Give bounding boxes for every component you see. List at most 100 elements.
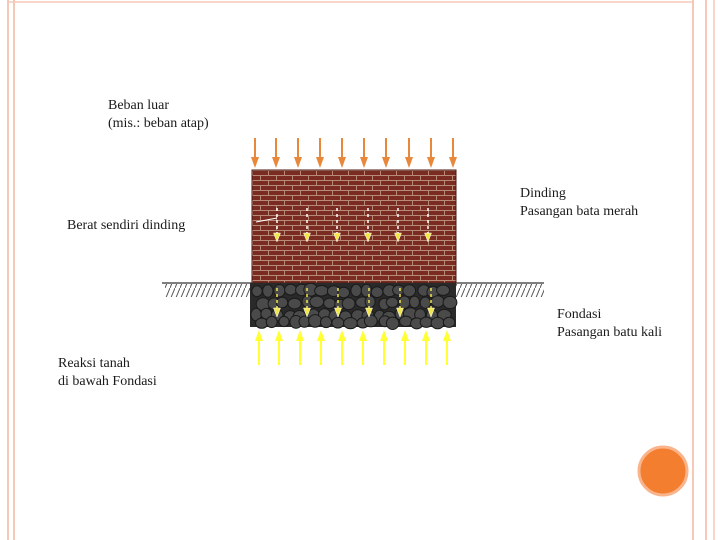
foundation-stone — [309, 295, 325, 308]
foundation-stone — [399, 315, 413, 327]
soil-reaction-arrows — [255, 330, 451, 365]
external-load-label-line2: (mis.: beban atap) — [108, 116, 209, 131]
external-load-arrow-head — [316, 157, 324, 168]
soil-reaction-arrow — [338, 330, 346, 365]
soil-reaction-label-line1: Reaksi tanah — [58, 356, 130, 371]
foundation-stone — [385, 296, 399, 308]
foundation-weight-arrow — [273, 288, 281, 318]
soil-reaction-arrow-head — [380, 330, 388, 341]
external-load-arrow — [405, 138, 413, 168]
external-load-arrow — [251, 138, 259, 168]
external-load-arrow — [338, 138, 346, 168]
foundation-stone — [409, 295, 420, 309]
foundation-stone — [419, 316, 433, 328]
external-load-arrows — [251, 138, 457, 168]
foundation-weight-arrow-head — [365, 307, 373, 318]
soil-reaction-arrow — [401, 330, 409, 365]
foundation-weight-arrow-head — [427, 307, 435, 318]
self-weight-arrow — [303, 208, 311, 243]
foundation-stone — [308, 314, 323, 328]
self-weight-arrows — [273, 208, 432, 243]
foundation-stone — [251, 285, 263, 298]
soil-reaction-arrow — [317, 330, 325, 365]
wall-self-weight-label: Berat sendiri dinding — [67, 217, 185, 235]
self-weight-arrow — [364, 208, 372, 243]
foundation-weight-arrow-head — [273, 307, 281, 318]
soil-reaction-arrow — [296, 330, 304, 365]
self-weight-arrow — [394, 208, 402, 243]
foundation-weight-arrow-head — [396, 307, 404, 318]
external-load-arrow — [427, 138, 435, 168]
foundation-stone — [262, 284, 274, 298]
external-load-arrow-head — [449, 157, 457, 168]
foundation-stone — [442, 316, 456, 328]
external-load-arrow-head — [405, 157, 413, 168]
self-weight-arrow-head — [394, 232, 402, 243]
soil-reaction-arrow — [443, 330, 451, 365]
self-weight-arrow-head — [424, 232, 432, 243]
foundation-stone — [436, 284, 451, 296]
foundation-stone — [337, 286, 351, 299]
external-load-arrow — [360, 138, 368, 168]
foundation-stone — [350, 283, 363, 298]
self-weight-arrow-head — [273, 232, 281, 243]
external-load-arrow — [449, 138, 457, 168]
wall-self-weight-label-line1: Berat sendiri dinding — [67, 218, 186, 233]
soil-reaction-arrow-head — [338, 330, 346, 341]
foundation-stone — [320, 316, 333, 329]
foundation-weight-arrow — [427, 288, 435, 318]
external-load-arrow-head — [382, 157, 390, 168]
foundation-weight-arrow-head — [334, 307, 342, 318]
external-load-arrow-head — [272, 157, 280, 168]
foundation-stone — [323, 297, 336, 309]
soil-reaction-arrow — [380, 330, 388, 365]
external-load-arrow-head — [294, 157, 302, 168]
foundation-stone — [287, 297, 302, 310]
foundation-stone — [284, 283, 298, 296]
wall-label-line2: Pasangan bata merah — [520, 204, 639, 219]
external-load-arrow — [382, 138, 390, 168]
external-load-arrow-head — [360, 157, 368, 168]
brick-wall — [251, 169, 457, 284]
foundation-stone — [430, 295, 445, 308]
soil-reaction-arrow-head — [443, 330, 451, 341]
foundation-stone — [430, 316, 445, 330]
external-load-label: Beban luar (mis.: beban atap) — [108, 97, 209, 133]
foundation-weight-arrows — [273, 288, 435, 318]
soil-reaction-label-line2: di bawah Fondasi — [58, 374, 157, 389]
foundation-stone — [343, 317, 358, 330]
foundation-stone — [273, 284, 286, 298]
foundation-stone — [314, 285, 329, 297]
self-weight-arrow — [333, 208, 341, 243]
foundation-label-line2: Pasangan batu kali — [557, 325, 662, 340]
foundation-weight-arrow — [365, 288, 373, 318]
foundation-stone — [331, 316, 345, 329]
stone-foundation — [250, 282, 458, 330]
orange-circle-icon — [637, 445, 689, 497]
soil-reaction-arrow-head — [296, 330, 304, 341]
external-load-arrow — [294, 138, 302, 168]
soil-reaction-arrow-head — [317, 330, 325, 341]
foundation-stone — [370, 286, 384, 299]
wall-label: Dinding Pasangan bata merah — [520, 185, 638, 221]
foundation-stone — [364, 295, 376, 309]
foundation-stone — [442, 295, 458, 310]
foundation-stone — [402, 284, 417, 298]
self-weight-arrow-head — [364, 232, 372, 243]
foundation-label: Fondasi Pasangan batu kali — [557, 306, 662, 342]
foundation-weight-arrow — [334, 288, 342, 318]
soil-reaction-arrow — [275, 330, 283, 365]
external-load-arrow — [272, 138, 280, 168]
soil-reaction-arrow — [255, 330, 263, 365]
soil-reaction-arrow-head — [359, 330, 367, 341]
external-load-arrow — [316, 138, 324, 168]
slide-frame — [7, 0, 715, 540]
external-load-label-line1: Beban luar — [108, 98, 170, 113]
foundation-weight-arrow-head — [303, 307, 311, 318]
self-weight-arrow-head — [303, 232, 311, 243]
foundation-stone — [363, 314, 378, 328]
foundation-stone — [360, 283, 373, 298]
foundation-stone — [275, 296, 289, 309]
